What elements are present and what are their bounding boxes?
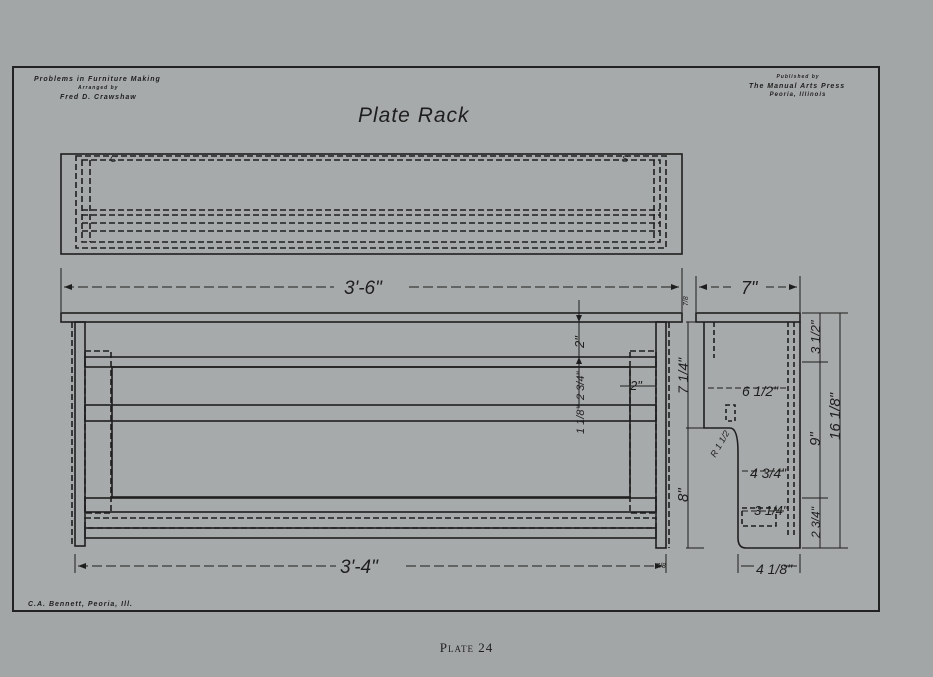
- front-elevation: 3'-6" 2" 2 3/4" 1 1/8": [60, 268, 704, 578]
- plan-mark-s: S: [622, 154, 628, 164]
- dim-radius: R 1 1/2: [708, 429, 731, 459]
- publisher-name: The Manual Arts Press: [748, 83, 846, 90]
- credit-line: C.A. Bennett, Peoria, Ill.: [28, 601, 133, 608]
- plate-number: Plate 24: [439, 640, 494, 655]
- dim-height-16-1-8: 16 1/8": [827, 392, 844, 440]
- arranged-by: Arranged by: [78, 85, 119, 91]
- plate-rack-drawing: C S 3'-6": [60, 153, 848, 578]
- dim-height-9: 9": [807, 432, 824, 446]
- dim-height-3-1-2: 3 1/2": [808, 319, 823, 354]
- drawing-title: Plate Rack: [358, 104, 470, 127]
- author-name: Fred D. Crawshaw: [60, 94, 137, 101]
- dim-overall-length: 3'-6": [344, 278, 383, 299]
- side-elevation: 7" 6 1/2" 4 3/4" 3 1/4" R 1 1/2 4 1/8": [695, 276, 848, 577]
- series-title: Problems in Furniture Making: [34, 76, 161, 83]
- dim-rail-1-1-8: 1 1/8": [575, 405, 587, 434]
- dim-width-4-3-4: 4 3/4": [750, 465, 787, 481]
- dim-width-6-1-2: 6 1/2": [742, 383, 779, 399]
- dim-rail-2-3-4: 2 3/4": [575, 371, 587, 401]
- plan-mark-c: C: [110, 154, 117, 164]
- published-by: Published by: [776, 74, 820, 80]
- dim-inner-length: 3'-4": [340, 557, 379, 578]
- dim-rail-2-a: 2": [572, 335, 587, 349]
- dim-height-7-1-4: 7 1/4": [675, 357, 691, 394]
- drawing-sheet: Problems in Furniture Making Arranged by…: [12, 66, 880, 612]
- dim-height-2-3-4: 2 3/4": [809, 506, 823, 539]
- publisher-location: Peoria, Illinois: [769, 92, 827, 98]
- plan-view: C S: [60, 153, 683, 255]
- dim-depth: 7": [741, 278, 759, 298]
- dim-top-thickness: 7/8: [683, 296, 690, 306]
- dim-foot: 7/8: [656, 563, 666, 570]
- dim-height-8: 8": [675, 488, 692, 502]
- dim-width-4-1-8: 4 1/8": [756, 561, 793, 577]
- dim-width-3-1-4: 3 1/4": [754, 503, 789, 518]
